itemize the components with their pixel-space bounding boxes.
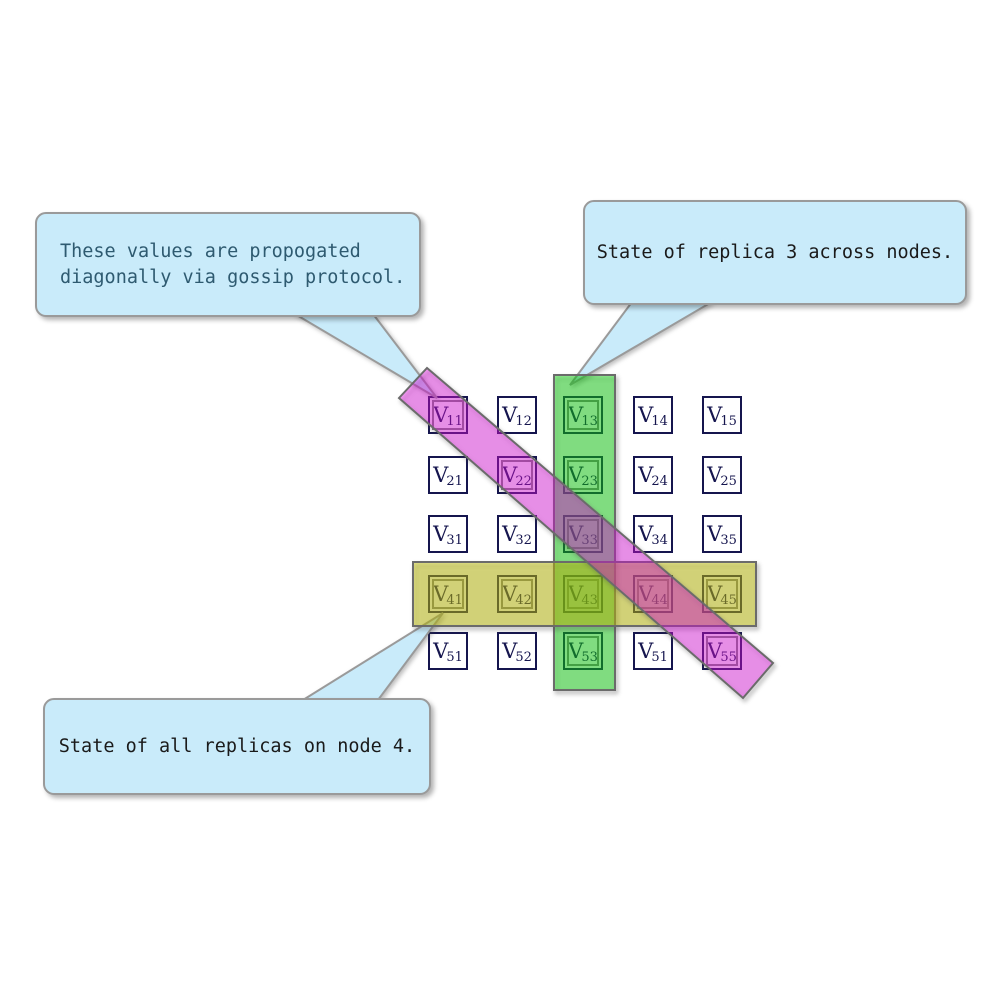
cell-subscript: 53 — [581, 649, 598, 665]
cell-subscript: 23 — [581, 473, 598, 489]
cell-subscript: 24 — [651, 473, 668, 489]
node-callout-tail — [299, 612, 444, 701]
node-callout: State of all replicas on node 4. — [43, 698, 431, 795]
cell-subscript: 44 — [651, 592, 668, 608]
cell-subscript: 12 — [515, 413, 532, 429]
cell-subscript: 21 — [446, 473, 463, 489]
cell-subscript: 32 — [515, 532, 532, 548]
cell-subscript: 25 — [720, 473, 737, 489]
cell-subscript: 13 — [581, 413, 598, 429]
gossip-callout: These values are propogated diagonally v… — [35, 212, 421, 317]
cell-subscript: 34 — [651, 532, 668, 548]
cell-subscript: 33 — [581, 532, 598, 548]
cell-subscript: 43 — [581, 592, 598, 608]
replica-callout-text: State of replica 3 across nodes. — [596, 242, 954, 263]
cell-subscript: 51 — [651, 649, 668, 665]
cell-subscript: 35 — [720, 532, 737, 548]
cell-subscript: 55 — [720, 649, 737, 665]
cell-subscript: 42 — [515, 592, 532, 608]
cell-subscript: 14 — [651, 413, 668, 429]
gossip-callout-tail — [291, 313, 438, 399]
cell-subscript: 45 — [720, 592, 737, 608]
replica-callout: State of replica 3 across nodes. — [583, 200, 967, 305]
cell-subscript: 31 — [446, 532, 463, 548]
cell-subscript: 15 — [720, 413, 737, 429]
cell-subscript: 22 — [515, 473, 532, 489]
gossip-callout-line2: diagonally via gossip protocol. — [60, 266, 406, 288]
cell-subscript: 11 — [446, 413, 463, 429]
replica-callout-tail — [569, 300, 714, 386]
cell-subscript: 41 — [446, 592, 463, 608]
gossip-callout-line1: These values are propogated — [60, 240, 361, 262]
cell-subscript: 52 — [515, 649, 532, 665]
node-callout-text: State of all replicas on node 4. — [58, 736, 416, 757]
cell-subscript: 51 — [446, 649, 463, 665]
